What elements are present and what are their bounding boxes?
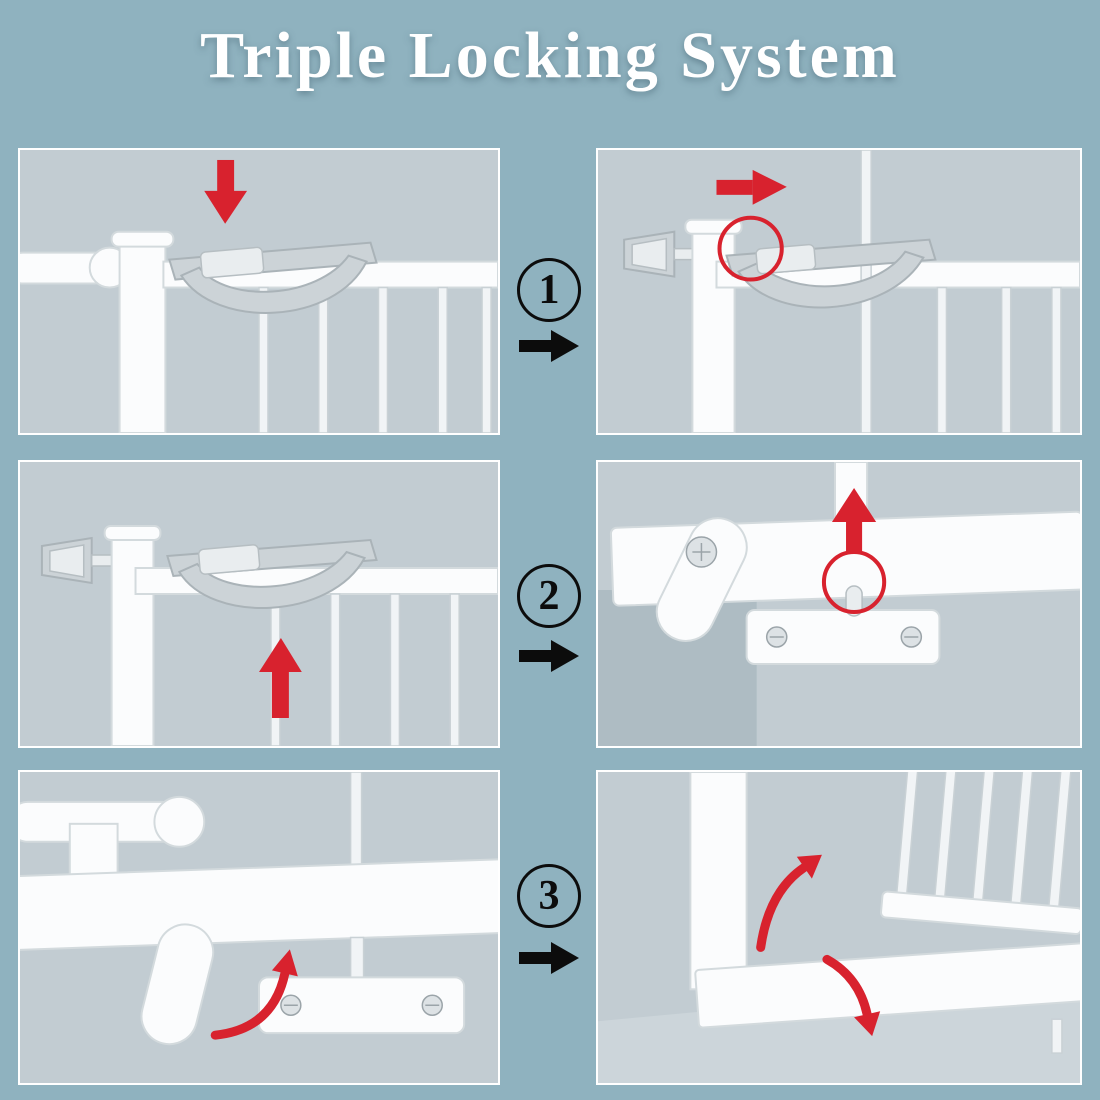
panel-step2-lift-latch [18,460,500,748]
gate-bottom-rail [694,942,1080,1029]
latch-handle [725,238,937,309]
panel-step3-rotate-lever [18,770,500,1085]
gate-hinge-post [689,772,748,991]
panel-step1-press-latch [18,148,500,435]
step-2-black-arrow-right-icon [519,640,579,672]
step-1-badge: 1 [517,258,581,322]
red-curved-arrow-icon [210,968,290,1040]
red-curved-arrow-head [271,949,298,977]
panel-step3-swing-open [596,770,1082,1085]
step2-photo-lift-latch [20,462,498,746]
red-arrow-up-icon [831,488,877,554]
red-curved-arrow-down-head [854,1011,881,1037]
step-3-black-arrow-right-icon [519,942,579,974]
floor-base-plate [258,976,466,1035]
lock-pin [845,585,863,617]
floor-base-plate [745,609,941,665]
gate-door-bars [879,772,1080,935]
step1-photo-press-latch [20,150,498,433]
step-3-indicator: 3 [516,864,582,974]
panel-step1-slide-latch [596,148,1082,435]
step-2-badge: 2 [517,564,581,628]
step2-photo-bottom-pin [598,462,1080,746]
latch-handle [166,538,378,609]
page-title: Triple Locking System [200,19,900,92]
door-pin [1051,1018,1063,1054]
step-1-indicator: 1 [516,258,582,362]
lock-lever [655,517,748,642]
red-curved-arrow-down-icon [822,954,872,1019]
gate-bottom-frame [20,772,498,985]
red-arrow-down-icon [204,159,248,224]
red-arrow-right-icon [716,169,787,205]
red-curved-arrow-up-head [796,854,822,879]
lock-lever [140,923,215,1046]
panel-step2-bottom-pin [596,460,1082,748]
latch-handle [168,241,378,314]
step-3-badge: 3 [517,864,581,928]
red-arrow-up-icon [259,638,302,718]
red-circle-highlight-icon [717,215,784,282]
step-1-black-arrow-right-icon [519,330,579,362]
step-2-indicator: 2 [516,564,582,672]
step3-photo-rotate-lever [20,772,498,1083]
step1-photo-slide-latch [598,150,1080,433]
red-curved-arrow-up-icon [756,863,809,952]
step3-photo-swing-open [598,772,1080,1083]
